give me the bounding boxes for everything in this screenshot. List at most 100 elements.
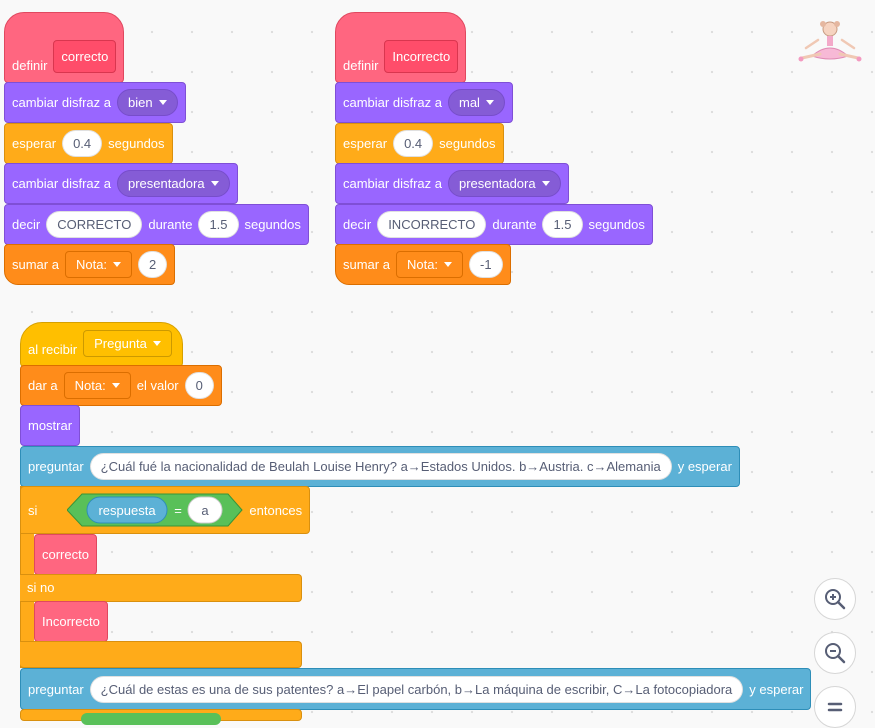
next-block-partial[interactable]	[20, 709, 302, 725]
call-incorrecto-block[interactable]: Incorrecto	[34, 601, 108, 642]
say-for-secs-block[interactable]: decir CORRECTO durante 1.5 segundos	[4, 204, 309, 245]
block-label: esperar	[343, 136, 388, 151]
compare-value-input[interactable]: a	[202, 503, 210, 518]
ask-and-wait-block[interactable]: preguntar ¿Cuál fué la nacionalidad de B…	[20, 446, 740, 487]
if-else-bottom-arm	[20, 641, 302, 668]
block-label: entonces	[249, 502, 303, 518]
block-label: segundos	[244, 217, 301, 232]
zoom-reset-icon	[827, 702, 843, 712]
block-label: y esperar	[749, 681, 804, 697]
block-label: y esperar	[677, 459, 732, 474]
answer-reporter[interactable]: respuesta	[99, 503, 157, 518]
wait-input[interactable]: 0.4	[393, 130, 434, 157]
say-for-secs-block[interactable]: decir INCORRECTO durante 1.5 segundos	[335, 204, 653, 245]
block-label: sumar a	[343, 257, 390, 272]
caret-down-icon	[210, 181, 219, 186]
switch-costume-block[interactable]: cambiar disfraz a presentadora	[335, 163, 569, 204]
block-label: durante	[492, 217, 537, 232]
caret-down-icon	[485, 100, 494, 105]
green-operator-partial	[81, 713, 221, 725]
block-label: decir	[12, 217, 41, 232]
block-label: mostrar	[28, 418, 73, 433]
block-label: preguntar	[28, 459, 84, 474]
set-variable-block[interactable]: dar a Nota: el valor 0	[20, 365, 222, 406]
zoom-out-button[interactable]	[814, 632, 856, 674]
block-label: cambiar disfraz a	[12, 176, 111, 191]
dropdown-value: Pregunta	[94, 336, 147, 351]
set-value-input[interactable]: 0	[184, 372, 214, 399]
block-label: el valor	[136, 378, 179, 393]
costume-dropdown[interactable]: presentadora	[447, 170, 561, 197]
block-label: sumar a	[12, 257, 59, 272]
zoom-reset-button[interactable]	[814, 686, 856, 728]
ask-and-wait-block[interactable]: preguntar ¿Cuál de estas es una de sus p…	[20, 668, 812, 710]
dropdown-value: mal	[458, 95, 480, 110]
wait-input[interactable]: 0.4	[62, 130, 103, 157]
zoom-in-button[interactable]	[814, 578, 856, 620]
when-receive-block[interactable]: al recibir Pregunta	[20, 322, 183, 367]
switch-costume-block[interactable]: cambiar disfraz a mal	[335, 82, 513, 123]
change-variable-block[interactable]: sumar a Nota: -1	[335, 244, 511, 285]
costume-dropdown[interactable]: bien	[116, 89, 178, 116]
dropdown-value: bien	[127, 95, 153, 110]
block-label: correcto	[42, 547, 89, 562]
variable-dropdown[interactable]: Nota:	[63, 372, 131, 399]
caret-down-icon	[541, 181, 550, 186]
define-incorrecto-block[interactable]: definir Incorrecto	[335, 12, 466, 83]
say-secs-input[interactable]: 1.5	[198, 211, 239, 238]
block-label: si	[28, 502, 38, 518]
costume-dropdown[interactable]: mal	[447, 89, 505, 116]
define-label: definir	[343, 58, 379, 73]
equals-symbol: =	[175, 503, 183, 518]
procedure-name-incorrecto: Incorrecto	[384, 40, 459, 73]
switch-costume-block[interactable]: cambiar disfraz a presentadora	[4, 163, 238, 204]
switch-costume-block[interactable]: cambiar disfraz a bien	[4, 82, 186, 123]
variable-dropdown[interactable]: Nota:	[395, 251, 464, 278]
call-correcto-block[interactable]: correcto	[34, 534, 97, 575]
dropdown-value: presentadora	[127, 176, 205, 191]
block-label: esperar	[12, 136, 57, 151]
block-label: cambiar disfraz a	[343, 95, 442, 110]
block-label: cambiar disfraz a	[343, 176, 442, 191]
caret-down-icon	[113, 262, 122, 267]
message-dropdown[interactable]: Pregunta	[83, 330, 172, 357]
block-label: durante	[148, 217, 193, 232]
ask-question-input[interactable]: ¿Cuál de estas es una de sus patentes? a…	[89, 675, 744, 703]
change-variable-block[interactable]: sumar a Nota: 2	[4, 244, 176, 285]
change-value-input[interactable]: -1	[469, 251, 503, 278]
change-value-input[interactable]: 2	[138, 251, 168, 278]
if-else-block[interactable]: si respuesta = a entonces	[20, 486, 311, 534]
show-block[interactable]: mostrar	[20, 405, 81, 446]
dropdown-value: presentadora	[458, 176, 536, 191]
dropdown-value: Nota:	[74, 378, 106, 393]
else-bar: si no	[20, 574, 302, 602]
caret-down-icon	[152, 341, 161, 346]
sprite-ballerina-icon	[798, 21, 862, 62]
say-text-input[interactable]: INCORRECTO	[377, 211, 487, 238]
zoom-in-icon	[825, 589, 846, 610]
block-label: preguntar	[28, 681, 84, 697]
say-text-input[interactable]: CORRECTO	[46, 211, 143, 238]
block-label: cambiar disfraz a	[12, 95, 111, 110]
block-label: segundos	[588, 217, 645, 232]
define-label: definir	[12, 58, 48, 73]
variable-dropdown[interactable]: Nota:	[64, 251, 133, 278]
caret-down-icon	[111, 383, 120, 388]
block-label: dar a	[28, 378, 58, 393]
block-label: Incorrecto	[42, 614, 100, 629]
say-secs-input[interactable]: 1.5	[542, 211, 583, 238]
dropdown-value: Nota:	[75, 257, 108, 272]
procedure-name-correcto: correcto	[53, 40, 117, 73]
block-label: al recibir	[28, 342, 78, 357]
caret-down-icon	[158, 100, 167, 105]
ask-question-input[interactable]: ¿Cuál fué la nacionalidad de Beulah Loui…	[89, 453, 672, 480]
dropdown-value: Nota:	[406, 257, 439, 272]
block-label: decir	[343, 217, 372, 232]
define-correcto-block[interactable]: definir correcto	[4, 12, 124, 83]
wait-block[interactable]: esperar 0.4 segundos	[335, 123, 504, 164]
block-label: si no	[27, 580, 55, 595]
wait-block[interactable]: esperar 0.4 segundos	[4, 123, 173, 164]
costume-dropdown[interactable]: presentadora	[116, 170, 230, 197]
equals-operator[interactable]: respuesta = a	[67, 493, 244, 527]
block-label: segundos	[439, 136, 496, 151]
